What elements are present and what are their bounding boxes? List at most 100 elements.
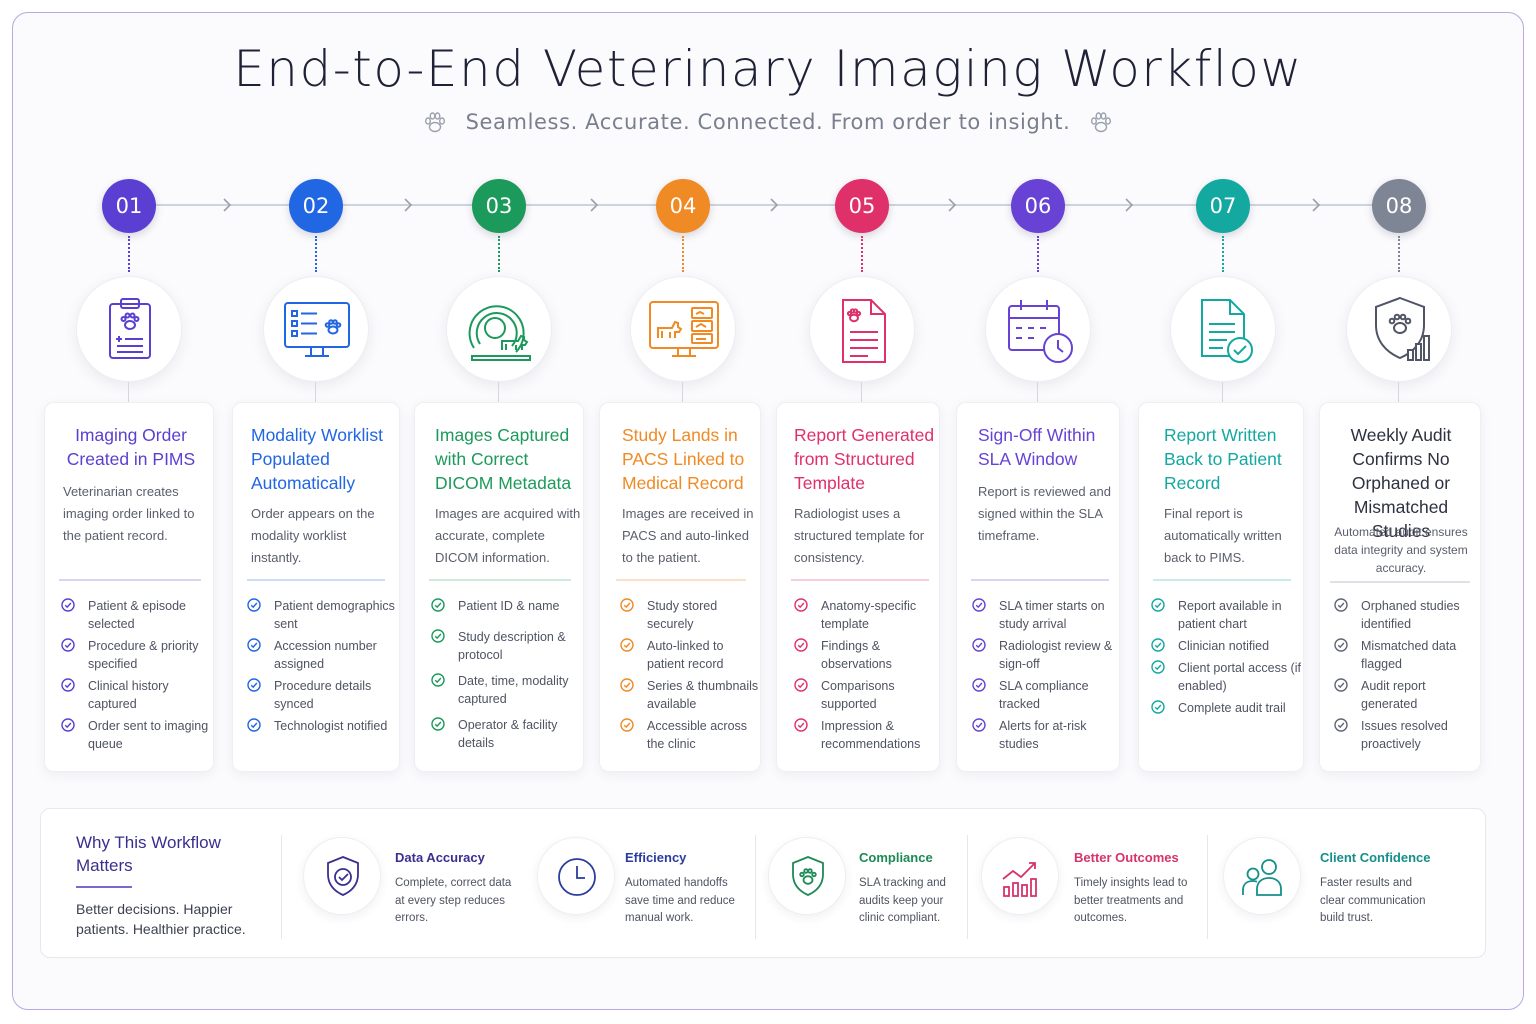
list-item: Accession number assigned <box>247 637 399 673</box>
list-item: Report available in patient chart <box>1151 597 1303 633</box>
people-icon <box>1242 859 1282 896</box>
chevron-right-icon <box>948 198 957 212</box>
list-item: Client portal access (if enabled) <box>1151 659 1303 695</box>
list-item: Complete audit trail <box>1151 699 1303 717</box>
step-number-badge: 08 <box>1372 179 1426 233</box>
step-number-badge: 05 <box>835 179 889 233</box>
check-circle-icon <box>61 718 75 732</box>
icon-stem <box>1222 382 1223 402</box>
list-item: Patient demographics sent <box>247 597 399 633</box>
check-circle-icon <box>620 598 634 612</box>
step-card: Report Generated from Structured Templat… <box>776 402 940 772</box>
step-title: Report Generated from Structured Templat… <box>794 425 935 493</box>
step-separator <box>971 579 1109 581</box>
list-item: Anatomy-specific template <box>794 597 939 633</box>
list-item: Clinical history captured <box>61 677 211 713</box>
list-item: Accessible across the clinic <box>620 717 760 753</box>
divider <box>1207 835 1208 939</box>
step-separator <box>616 579 746 581</box>
step-dashed-line <box>1222 236 1224 272</box>
benefit-title: Client Confidence <box>1320 850 1431 865</box>
page-subtitle: Seamless. Accurate. Connected. From orde… <box>0 110 1536 135</box>
benefit-title: Compliance <box>859 850 933 865</box>
list-item: Clinician notified <box>1151 637 1303 655</box>
chevron-right-icon <box>1312 198 1321 212</box>
check-circle-icon <box>247 678 261 692</box>
step-title: Imaging Order Created in PIMS <box>66 425 196 469</box>
step-connector <box>343 204 472 206</box>
benefit-text: Automated handoffs save time and reduce … <box>625 877 735 924</box>
chevron-right-icon <box>1125 198 1134 212</box>
list-item: Study stored securely <box>620 597 760 633</box>
step-icon-circle <box>446 276 552 382</box>
list-item: Mismatched data flagged <box>1334 637 1480 673</box>
check-circle-icon <box>431 598 445 612</box>
benefit-text: Complete, correct data at every step red… <box>395 877 512 924</box>
step-description: Images are received in PACS and auto-lin… <box>622 506 754 565</box>
benefit-text: Timely insights lead to better treatment… <box>1074 877 1188 924</box>
step-checklist: Study stored securely Auto-linked to pat… <box>620 597 760 757</box>
check-circle-icon <box>61 598 75 612</box>
check-circle-icon <box>1151 660 1165 674</box>
check-circle-icon <box>1151 638 1165 652</box>
check-circle-icon <box>794 598 808 612</box>
step-title: Study Lands in PACS Linked to Medical Re… <box>622 425 745 493</box>
check-circle-icon <box>794 678 808 692</box>
chevron-right-icon <box>404 198 413 212</box>
benefit-text: Faster results and clear communication b… <box>1320 877 1426 924</box>
check-circle-icon <box>1151 598 1165 612</box>
divider <box>967 835 968 939</box>
step-connector <box>710 204 835 206</box>
list-item: Radiologist review & sign-off <box>972 637 1120 673</box>
divider <box>755 835 756 939</box>
benefit-icon-circle <box>981 837 1059 915</box>
step-description: Order appears on the modality worklist i… <box>251 506 375 565</box>
document-check-icon <box>1201 299 1253 363</box>
step-checklist: Patient ID & name Study description & pr… <box>431 597 581 756</box>
icon-stem <box>1398 382 1399 402</box>
check-circle-icon <box>1151 700 1165 714</box>
step-dashed-line <box>1037 236 1039 272</box>
paw-icon <box>1090 112 1111 133</box>
list-item: Operator & facility details <box>431 716 581 752</box>
step-description: Images are acquired with accurate, compl… <box>435 506 581 565</box>
step-separator <box>1153 579 1291 581</box>
icon-stem <box>861 382 862 402</box>
step-description: Veterinarian creates imaging order linke… <box>63 484 195 543</box>
chevron-right-icon <box>590 198 599 212</box>
step-number-badge: 06 <box>1011 179 1065 233</box>
step-connector <box>889 204 1011 206</box>
list-item: Order sent to imaging queue <box>61 717 211 753</box>
why-underline <box>76 886 132 888</box>
chevron-right-icon <box>223 198 232 212</box>
step-card: Report Written Back to Patient Record Fi… <box>1138 402 1304 772</box>
list-item: Findings & observations <box>794 637 939 673</box>
step-dashed-line <box>861 236 863 272</box>
benefit-icon-circle <box>1223 837 1301 915</box>
step-number-badge: 03 <box>472 179 526 233</box>
step-description: Report is reviewed and signed within the… <box>978 484 1111 543</box>
check-circle-icon <box>972 598 986 612</box>
step-description: Automated audit ensures data integrity a… <box>1334 525 1468 575</box>
report-document-icon <box>842 299 886 363</box>
check-circle-icon <box>1334 678 1348 692</box>
subtitle-text: Seamless. Accurate. Connected. From orde… <box>465 110 1071 134</box>
step-title: Modality Worklist Populated Automaticall… <box>251 425 383 493</box>
list-item: Auto-linked to patient record <box>620 637 760 673</box>
step-card: Study Lands in PACS Linked to Medical Re… <box>599 402 761 772</box>
step-separator <box>1330 581 1470 583</box>
list-item: SLA timer starts on study arrival <box>972 597 1120 633</box>
trend-chart-icon <box>1002 862 1037 897</box>
benefit-title: Data Accuracy <box>395 850 485 865</box>
check-circle-icon <box>620 718 634 732</box>
list-item: SLA compliance tracked <box>972 677 1120 713</box>
step-connector <box>1065 204 1196 206</box>
step-separator <box>429 579 571 581</box>
clock-icon <box>558 858 596 896</box>
step-card: Modality Worklist Populated Automaticall… <box>232 402 400 772</box>
calendar-clock-icon <box>1008 300 1073 363</box>
step-card: Sign-Off Within SLA Window Report is rev… <box>956 402 1120 772</box>
benefit-title: Better Outcomes <box>1074 850 1179 865</box>
step-separator <box>247 579 385 581</box>
step-title: Report Written Back to Patient Record <box>1164 425 1282 493</box>
